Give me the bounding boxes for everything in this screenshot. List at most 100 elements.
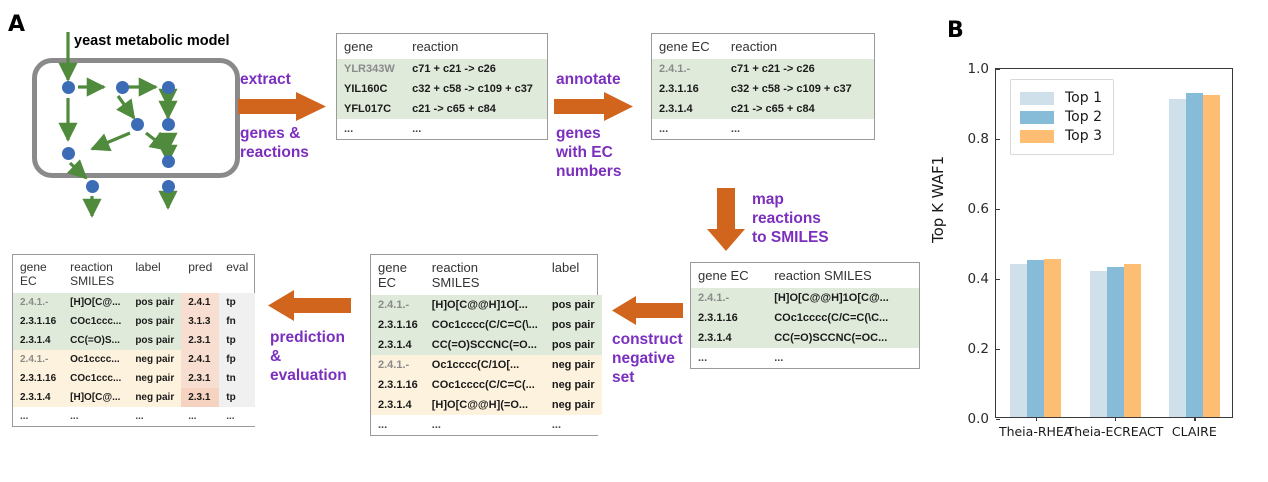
step-prediction-line2: &: [270, 348, 282, 365]
cell-label: pos pair: [128, 312, 182, 331]
cell-label: neg pair: [544, 355, 602, 375]
table-row-ellipsis: ... ...: [337, 119, 547, 139]
cell-reaction: c71 + c21 -> c26: [405, 59, 547, 79]
cell-gene-ec: 2.3.1.16: [652, 79, 724, 99]
cell-gene: YFL017C: [337, 99, 406, 119]
cell-smiles: CC(=O)SCCNC(=O...: [424, 335, 545, 355]
step-extract-line2: genes &: [240, 125, 301, 142]
cell-pred: 3.1.3: [181, 312, 220, 331]
table-row: 2.3.1.4 [H]O[C@... neg pair 2.3.1 tp: [13, 388, 256, 407]
table-row: 2.4.1.- Oc1cccc... neg pair 2.4.1 fp: [13, 350, 256, 369]
step-map-line3: to SMILES: [752, 229, 829, 246]
arrow-map-icon: [707, 188, 745, 251]
cell-ellipsis: ...: [13, 407, 64, 426]
network-node: [162, 118, 175, 131]
cell-gene-ec: 2.4.1.-: [371, 295, 425, 315]
cell-gene-ec: 2.3.1.16: [371, 315, 425, 335]
table-header-row: gene reaction: [337, 34, 547, 59]
cell-ellipsis: ...: [723, 119, 874, 139]
x-axis-tick: [1115, 417, 1117, 421]
x-axis-label: Theia-RHEA: [998, 424, 1073, 439]
cell-gene-ec: 2.3.1.16: [691, 308, 768, 328]
cell-ellipsis: ...: [424, 415, 545, 435]
network-node: [131, 118, 144, 131]
table-labeled-pairs: gene EC reaction SMILES label 2.4.1.- [H…: [370, 254, 602, 436]
step-map-label: map reactions to SMILES: [752, 190, 829, 247]
col-header: reaction SMILES: [774, 268, 872, 283]
cell-pred: 2.3.1: [181, 331, 220, 350]
col-header: gene EC: [659, 39, 710, 54]
cell-pred: 2.4.1: [181, 350, 220, 369]
cell-reaction: c32 + c58 -> c109 + c37: [723, 79, 874, 99]
y-axis-tick: 0.6: [968, 201, 1001, 217]
col-header: label: [551, 260, 580, 275]
legend-swatch: [1020, 91, 1054, 105]
cell-reaction: c71 + c21 -> c26: [723, 59, 874, 79]
table-row: 2.4.1.- [H]O[C@@H]1O[... pos pair: [371, 295, 602, 315]
model-title: yeast metabolic model: [74, 33, 230, 49]
cell-ellipsis: ...: [128, 407, 182, 426]
chart-bar: [1123, 264, 1141, 417]
table-row: 2.3.1.4 CC(=O)S... pos pair 2.3.1 tp: [13, 331, 256, 350]
x-axis-label: Theia-ECREACT: [1066, 424, 1164, 439]
cell-label: neg pair: [128, 369, 182, 388]
cell-ellipsis: ...: [181, 407, 220, 426]
step-prediction-line1: prediction: [270, 329, 345, 346]
step-construct-line1: construct: [612, 331, 683, 348]
network-node: [162, 81, 175, 94]
cell-ellipsis: ...: [405, 119, 547, 139]
network-node: [62, 147, 75, 160]
table-header-row: gene EC reaction SMILES label pred eval: [13, 255, 255, 293]
cell-smiles: [H]O[C@...: [63, 388, 129, 407]
cell-gene-ec: 2.4.1.-: [652, 59, 724, 79]
table-row: 2.3.1.4 CC(=O)SCCNC(=O... pos pair: [371, 335, 602, 355]
legend-label: Top 1: [1065, 90, 1102, 106]
col-header: reaction SMILES: [431, 260, 480, 290]
cell-ellipsis: ...: [691, 348, 768, 368]
cell-smiles: COc1cccc(C/C=C(...: [424, 375, 545, 395]
cell-smiles: CC(=O)SCCNC(=OC...: [767, 328, 919, 348]
col-header: gene EC: [378, 260, 407, 290]
col-header: gene: [344, 39, 373, 54]
cell-gene-ec: 2.4.1.-: [13, 350, 64, 369]
chart-bar: [1106, 266, 1124, 417]
arrow-annotate-icon: [554, 92, 633, 121]
col-header: pred: [188, 260, 213, 274]
arrow-prediction-icon: [268, 290, 351, 321]
cell-gene-ec: 2.3.1.4: [691, 328, 768, 348]
step-construct-line2: negative: [612, 350, 675, 367]
table-row: 2.3.1.16 c32 + c58 -> c109 + c37: [652, 79, 874, 99]
panel-a-schematic: A yeast metabolic model: [8, 12, 920, 436]
y-axis-label: Top K WAF1: [929, 155, 947, 243]
cell-ellipsis: ...: [337, 119, 406, 139]
cell-eval: fp: [219, 350, 256, 369]
cell-gene-ec: 2.3.1.16: [371, 375, 425, 395]
col-header: gene EC: [698, 268, 749, 283]
cell-ellipsis: ...: [544, 415, 602, 435]
step-annotate-label-bottom: genes with EC numbers: [556, 124, 621, 181]
cell-pred: 2.4.1: [181, 293, 220, 312]
table-row: 2.3.1.4 CC(=O)SCCNC(=OC...: [691, 328, 919, 348]
cell-smiles: [H]O[C@@H]1O[C@...: [767, 288, 919, 308]
cell-pred: 2.3.1: [181, 369, 220, 388]
cell-gene-ec: 2.4.1.-: [13, 293, 64, 312]
table-row: 2.4.1.- [H]O[C@... pos pair 2.4.1 tp: [13, 293, 256, 312]
step-extract-line1: extract: [240, 71, 291, 88]
chart-bar: [1044, 259, 1062, 417]
table-row: 2.3.1.16 COc1ccc... pos pair 3.1.3 fn: [13, 312, 256, 331]
cell-smiles: [H]O[C@...: [63, 293, 129, 312]
table-row: YLR343W c71 + c21 -> c26: [337, 59, 547, 79]
table-row: 2.3.1.4 c21 -> c65 + c84: [652, 99, 874, 119]
cell-ellipsis: ...: [371, 415, 425, 435]
step-annotate-line3: with EC: [556, 144, 613, 161]
cell-gene-ec: 2.4.1.-: [691, 288, 768, 308]
y-axis-tick: 1.0: [968, 61, 1001, 77]
step-extract-label-bottom: genes & reactions: [240, 124, 309, 162]
cell-gene-ec: 2.3.1.16: [13, 369, 64, 388]
network-node: [86, 180, 99, 193]
cell-smiles: CC(=O)S...: [63, 331, 129, 350]
cell-reaction: c21 -> c65 + c84: [405, 99, 547, 119]
cell-gene-ec: 2.3.1.4: [13, 388, 64, 407]
table-row: 2.4.1.- Oc1cccc(C/1O[... neg pair: [371, 355, 602, 375]
